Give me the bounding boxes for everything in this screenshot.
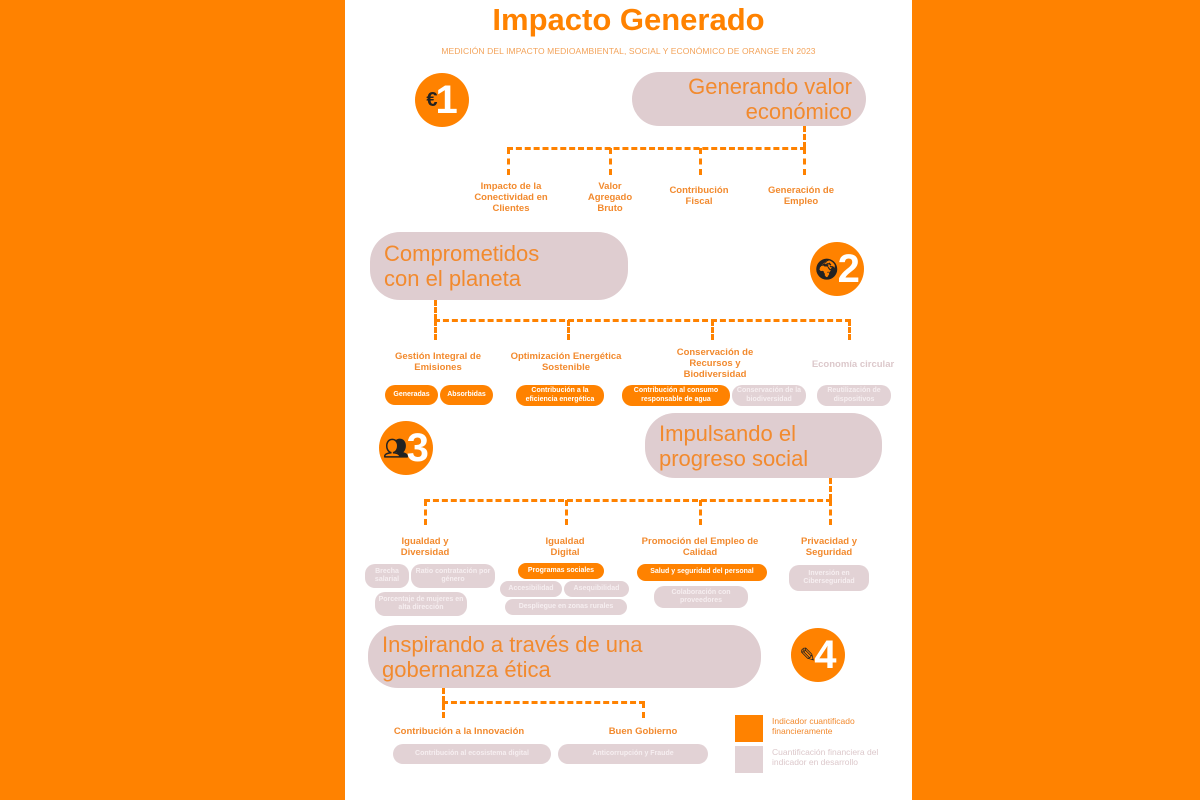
- indicator-chip: Asequibilidad: [564, 581, 629, 597]
- connector: [567, 320, 570, 340]
- section-number: 1: [435, 77, 458, 122]
- section-3-title: Impulsando el progreso social: [645, 413, 882, 478]
- indicator-chip: Absorbidas: [440, 385, 493, 405]
- connector: [424, 500, 427, 525]
- document-icon: ✎: [799, 644, 817, 667]
- connector: [609, 148, 612, 175]
- page-subtitle: MEDICIÓN DEL IMPACTO MEDIOAMBIENTAL, SOC…: [441, 46, 816, 56]
- connector: [803, 148, 806, 175]
- section-2-badge: 🌍︎2: [810, 242, 864, 296]
- connector: [848, 320, 851, 340]
- connector: [434, 300, 437, 320]
- indicator-chip: Programas sociales: [518, 563, 604, 579]
- branch-label: Conservación de Recursos y Biodiversidad: [676, 347, 754, 380]
- branch-label: Privacidad y Seguridad: [801, 536, 857, 558]
- connector: [507, 148, 510, 175]
- branch-label: Economía circular: [811, 359, 895, 370]
- branch-label: Optimización Energética Sostenible: [510, 351, 622, 373]
- title-line: con el planeta: [384, 266, 521, 291]
- section-number: 3: [406, 425, 429, 470]
- section-1-badge: €1: [415, 73, 469, 127]
- section-4-title: Inspirando a través de una gobernanza ét…: [368, 625, 761, 688]
- indicator-chip: Contribución al consumo responsable de a…: [622, 385, 730, 406]
- people-icon: 👥︎: [383, 437, 409, 460]
- branch-label: Buen Gobierno: [608, 726, 678, 737]
- section-number: 4: [814, 632, 837, 677]
- title-line: progreso social: [659, 445, 809, 471]
- section-2-title: Comprometidos con el planeta: [370, 232, 628, 300]
- indicator-chip: Contribución al ecosistema digital: [393, 744, 551, 764]
- indicator-chip: Reutilización de dispositivos: [817, 385, 891, 406]
- connector: [434, 319, 851, 322]
- branch-label: Promoción del Empleo de Calidad: [641, 536, 759, 558]
- title-line: Comprometidos: [384, 241, 540, 266]
- indicator-chip: Ratio contratación por género: [411, 564, 495, 588]
- branch-label: Generación de Empleo: [768, 185, 834, 207]
- branch-label: Valor Agregado Bruto: [587, 181, 633, 214]
- branch-label: Impacto de la Conectividad en Clientes: [474, 181, 548, 214]
- legend-label: Cuantificación financiera del indicador …: [772, 747, 879, 767]
- legend-swatch-quantified: [735, 715, 763, 742]
- connector: [829, 500, 832, 525]
- connector: [829, 478, 832, 500]
- title-line: Generando valor: [688, 74, 852, 99]
- indicator-chip: Anticorrupción y Fraude: [558, 744, 708, 764]
- section-3-badge: 👥︎3: [379, 421, 433, 475]
- indicator-chip: Despliegue en zonas rurales: [505, 599, 627, 615]
- indicator-chip: Generadas: [385, 385, 438, 405]
- title-line: Inspirando a través de una: [382, 631, 643, 657]
- indicator-chip: Porcentaje de mujeres en alta dirección: [375, 592, 467, 616]
- indicator-chip: Salud y seguridad del personal: [637, 564, 767, 581]
- title-line: Impulsando el: [659, 420, 796, 446]
- connector: [803, 126, 806, 148]
- branch-label: Igualdad y Diversidad: [400, 536, 450, 558]
- branch-label: Contribución a la Innovación: [393, 726, 525, 737]
- legend-swatch-in-development: [735, 746, 763, 773]
- indicator-chip: Contribución a la eficiencia energética: [516, 385, 604, 406]
- connector: [442, 701, 645, 704]
- legend-label: Indicador cuantificado financieramente: [772, 716, 855, 736]
- connector: [642, 702, 645, 718]
- infographic-page: Impacto Generado MEDICIÓN DEL IMPACTO ME…: [345, 0, 912, 800]
- euro-icon: €: [426, 88, 438, 111]
- connector: [699, 148, 702, 175]
- indicator-chip: Inversión en Ciberseguridad: [789, 565, 869, 591]
- connector: [507, 147, 806, 150]
- indicator-chip: Colaboración con proveedores: [654, 586, 748, 608]
- connector: [711, 320, 714, 340]
- connector: [434, 320, 437, 340]
- section-number: 2: [837, 246, 860, 291]
- globe-icon: 🌍︎: [814, 258, 840, 281]
- title-line: económico: [745, 99, 852, 124]
- section-4-badge: ✎4: [791, 628, 845, 682]
- title-line: gobernanza ética: [382, 656, 551, 682]
- branch-label: Contribución Fiscal: [669, 185, 729, 207]
- indicator-chip: Accesibilidad: [500, 581, 562, 597]
- page-title: Impacto Generado: [492, 2, 765, 37]
- section-1-title: Generando valor económico: [632, 72, 866, 126]
- branch-label: Gestión Integral de Emisiones: [394, 351, 482, 373]
- indicator-chip: Brecha salarial: [365, 564, 409, 588]
- branch-label: Igualdad Digital: [545, 536, 585, 558]
- connector: [699, 500, 702, 525]
- connector: [565, 500, 568, 525]
- indicator-chip: Conservación de la biodiversidad: [732, 385, 806, 406]
- connector: [424, 499, 832, 502]
